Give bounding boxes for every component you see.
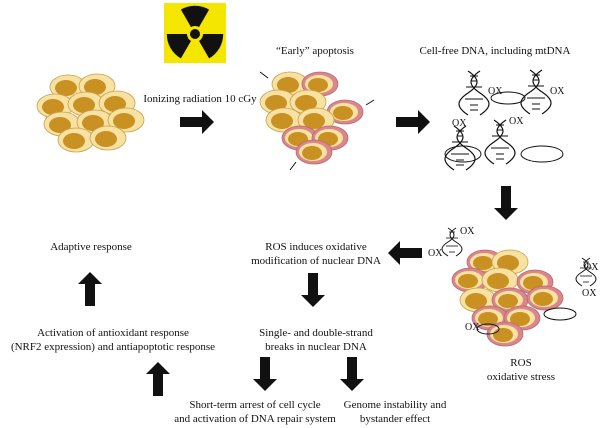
arrow-to-apoptosis [180, 110, 214, 134]
early-apoptosis-label: “Early” apoptosis [276, 45, 354, 57]
healthy-cell-cluster [36, 73, 145, 153]
arrow-to-genome-instability [340, 357, 364, 391]
arrow-to-ros-stress [494, 186, 518, 220]
ox-tag: OX [582, 288, 597, 299]
radiation-symbol-icon [164, 3, 226, 63]
genome-instability-label: Genome instability and bystander effect [343, 399, 447, 425]
adaptive-response-label: Adaptive response [50, 241, 132, 253]
ox-tag: OX [550, 86, 565, 97]
ox-tag: OX [460, 226, 475, 237]
early-apoptosis-cell-cluster [259, 71, 375, 171]
arrow-to-adaptive-response [78, 272, 102, 306]
ionizing-radiation-label: Ionizing radiation 10 cGy [143, 93, 257, 105]
ox-tag: OX [452, 118, 467, 129]
arrow-to-cell-free-dna [396, 110, 430, 134]
ox-tag: OX [465, 322, 480, 333]
arrow-to-strand-breaks [301, 273, 325, 307]
ox-tag: OX [428, 248, 443, 259]
ros-oxidative-stress-label: ROS oxidative stress [486, 357, 556, 383]
arrow-to-cell-cycle-arrest [253, 357, 277, 391]
ros-stress-cell-cluster: OX OX OX OX OX [428, 226, 599, 347]
strand-breaks-label: Single- and double-strand breaks in nucl… [259, 327, 373, 353]
antioxidant-response-label: Activation of antioxidant response (NRF2… [10, 327, 216, 353]
ox-tag: OX [584, 262, 599, 273]
cell-free-dna-group: OX OX OX OX [444, 69, 565, 171]
cell-free-dna-label: Cell-free DNA, including mtDNA [419, 45, 571, 57]
ox-tag: OX [509, 116, 524, 127]
arrow-to-antioxidant-response [146, 362, 170, 396]
cell-cycle-arrest-label: Short-term arrest of cell cycle and acti… [174, 399, 336, 425]
ox-tag: OX [488, 86, 503, 97]
ros-induces-label: ROS induces oxidative modification of nu… [251, 241, 381, 267]
